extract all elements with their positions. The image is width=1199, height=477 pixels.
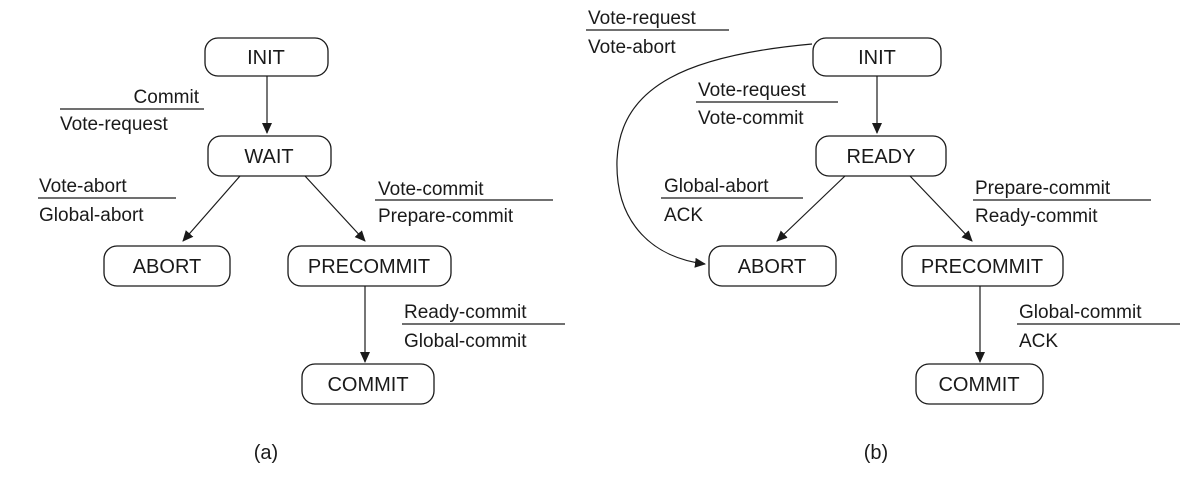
state-a-abort-label: ABORT — [133, 256, 202, 278]
state-b-init: INIT — [812, 37, 942, 77]
edge-b-ready-precommit — [909, 175, 973, 242]
label-b-init-abort-top: Vote-request — [588, 8, 696, 29]
label-b-init-abort: Vote-request Vote-abort — [586, 8, 729, 58]
label-b-ready-abort-bottom: ACK — [664, 205, 703, 226]
caption-b: (b) — [864, 442, 888, 464]
diagram-a: INIT WAIT ABORT PRECOMMIT COMMIT Commit … — [38, 37, 565, 464]
state-a-commit: COMMIT — [301, 363, 435, 405]
label-a-wait-precommit-bottom: Prepare-commit — [378, 206, 514, 227]
label-a-init-wait-bottom: Vote-request — [60, 114, 168, 135]
label-a-wait-abort: Vote-abort Global-abort — [38, 176, 176, 226]
label-b-precommit-commit-top: Global-commit — [1019, 302, 1142, 323]
state-a-wait-label: WAIT — [244, 146, 293, 168]
state-b-ready: READY — [815, 135, 947, 177]
caption-a: (a) — [254, 442, 278, 464]
label-b-init-ready-bottom: Vote-commit — [698, 108, 804, 129]
edge-a-wait-precommit — [304, 175, 366, 242]
state-b-ready-label: READY — [847, 146, 916, 168]
edge-b-init-abort — [616, 43, 813, 268]
label-a-wait-precommit: Vote-commit Prepare-commit — [375, 179, 553, 227]
state-b-precommit-label: PRECOMMIT — [921, 256, 1043, 278]
diagram-b: INIT READY ABORT PRECOMMIT COMMIT Vote-r… — [586, 8, 1180, 464]
edge-b-ready-abort — [776, 175, 846, 242]
label-a-init-wait-top: Commit — [134, 87, 200, 108]
state-b-precommit: PRECOMMIT — [901, 245, 1064, 287]
label-b-ready-precommit-top: Prepare-commit — [975, 178, 1111, 199]
state-a-init: INIT — [204, 37, 329, 77]
label-b-ready-precommit: Prepare-commit Ready-commit — [973, 178, 1151, 227]
state-a-precommit: PRECOMMIT — [287, 245, 452, 287]
label-b-init-abort-bottom: Vote-abort — [588, 37, 676, 58]
state-b-abort: ABORT — [708, 245, 837, 287]
label-a-precommit-commit-bottom: Global-commit — [404, 331, 527, 352]
label-a-init-wait: Commit Vote-request — [60, 87, 204, 135]
label-b-ready-abort: Global-abort ACK — [661, 176, 803, 226]
state-a-abort: ABORT — [103, 245, 231, 287]
label-b-precommit-commit: Global-commit ACK — [1017, 302, 1180, 352]
edge-a-wait-abort — [182, 175, 241, 242]
state-a-commit-label: COMMIT — [327, 374, 408, 396]
label-a-precommit-commit: Ready-commit Global-commit — [402, 302, 565, 352]
state-a-init-label: INIT — [247, 47, 285, 69]
label-b-init-ready: Vote-request Vote-commit — [696, 80, 838, 129]
label-b-ready-precommit-bottom: Ready-commit — [975, 206, 1098, 227]
label-a-precommit-commit-top: Ready-commit — [404, 302, 527, 323]
state-a-precommit-label: PRECOMMIT — [308, 256, 430, 278]
label-a-wait-abort-bottom: Global-abort — [39, 205, 144, 226]
state-b-commit: COMMIT — [915, 363, 1044, 405]
state-b-abort-label: ABORT — [738, 256, 807, 278]
state-b-init-label: INIT — [858, 47, 896, 69]
label-b-ready-abort-top: Global-abort — [664, 176, 769, 197]
label-a-wait-abort-top: Vote-abort — [39, 176, 127, 197]
label-b-init-ready-top: Vote-request — [698, 80, 806, 101]
label-a-wait-precommit-top: Vote-commit — [378, 179, 484, 200]
state-a-wait: WAIT — [207, 135, 332, 177]
state-b-commit-label: COMMIT — [938, 374, 1019, 396]
label-b-precommit-commit-bottom: ACK — [1019, 331, 1058, 352]
